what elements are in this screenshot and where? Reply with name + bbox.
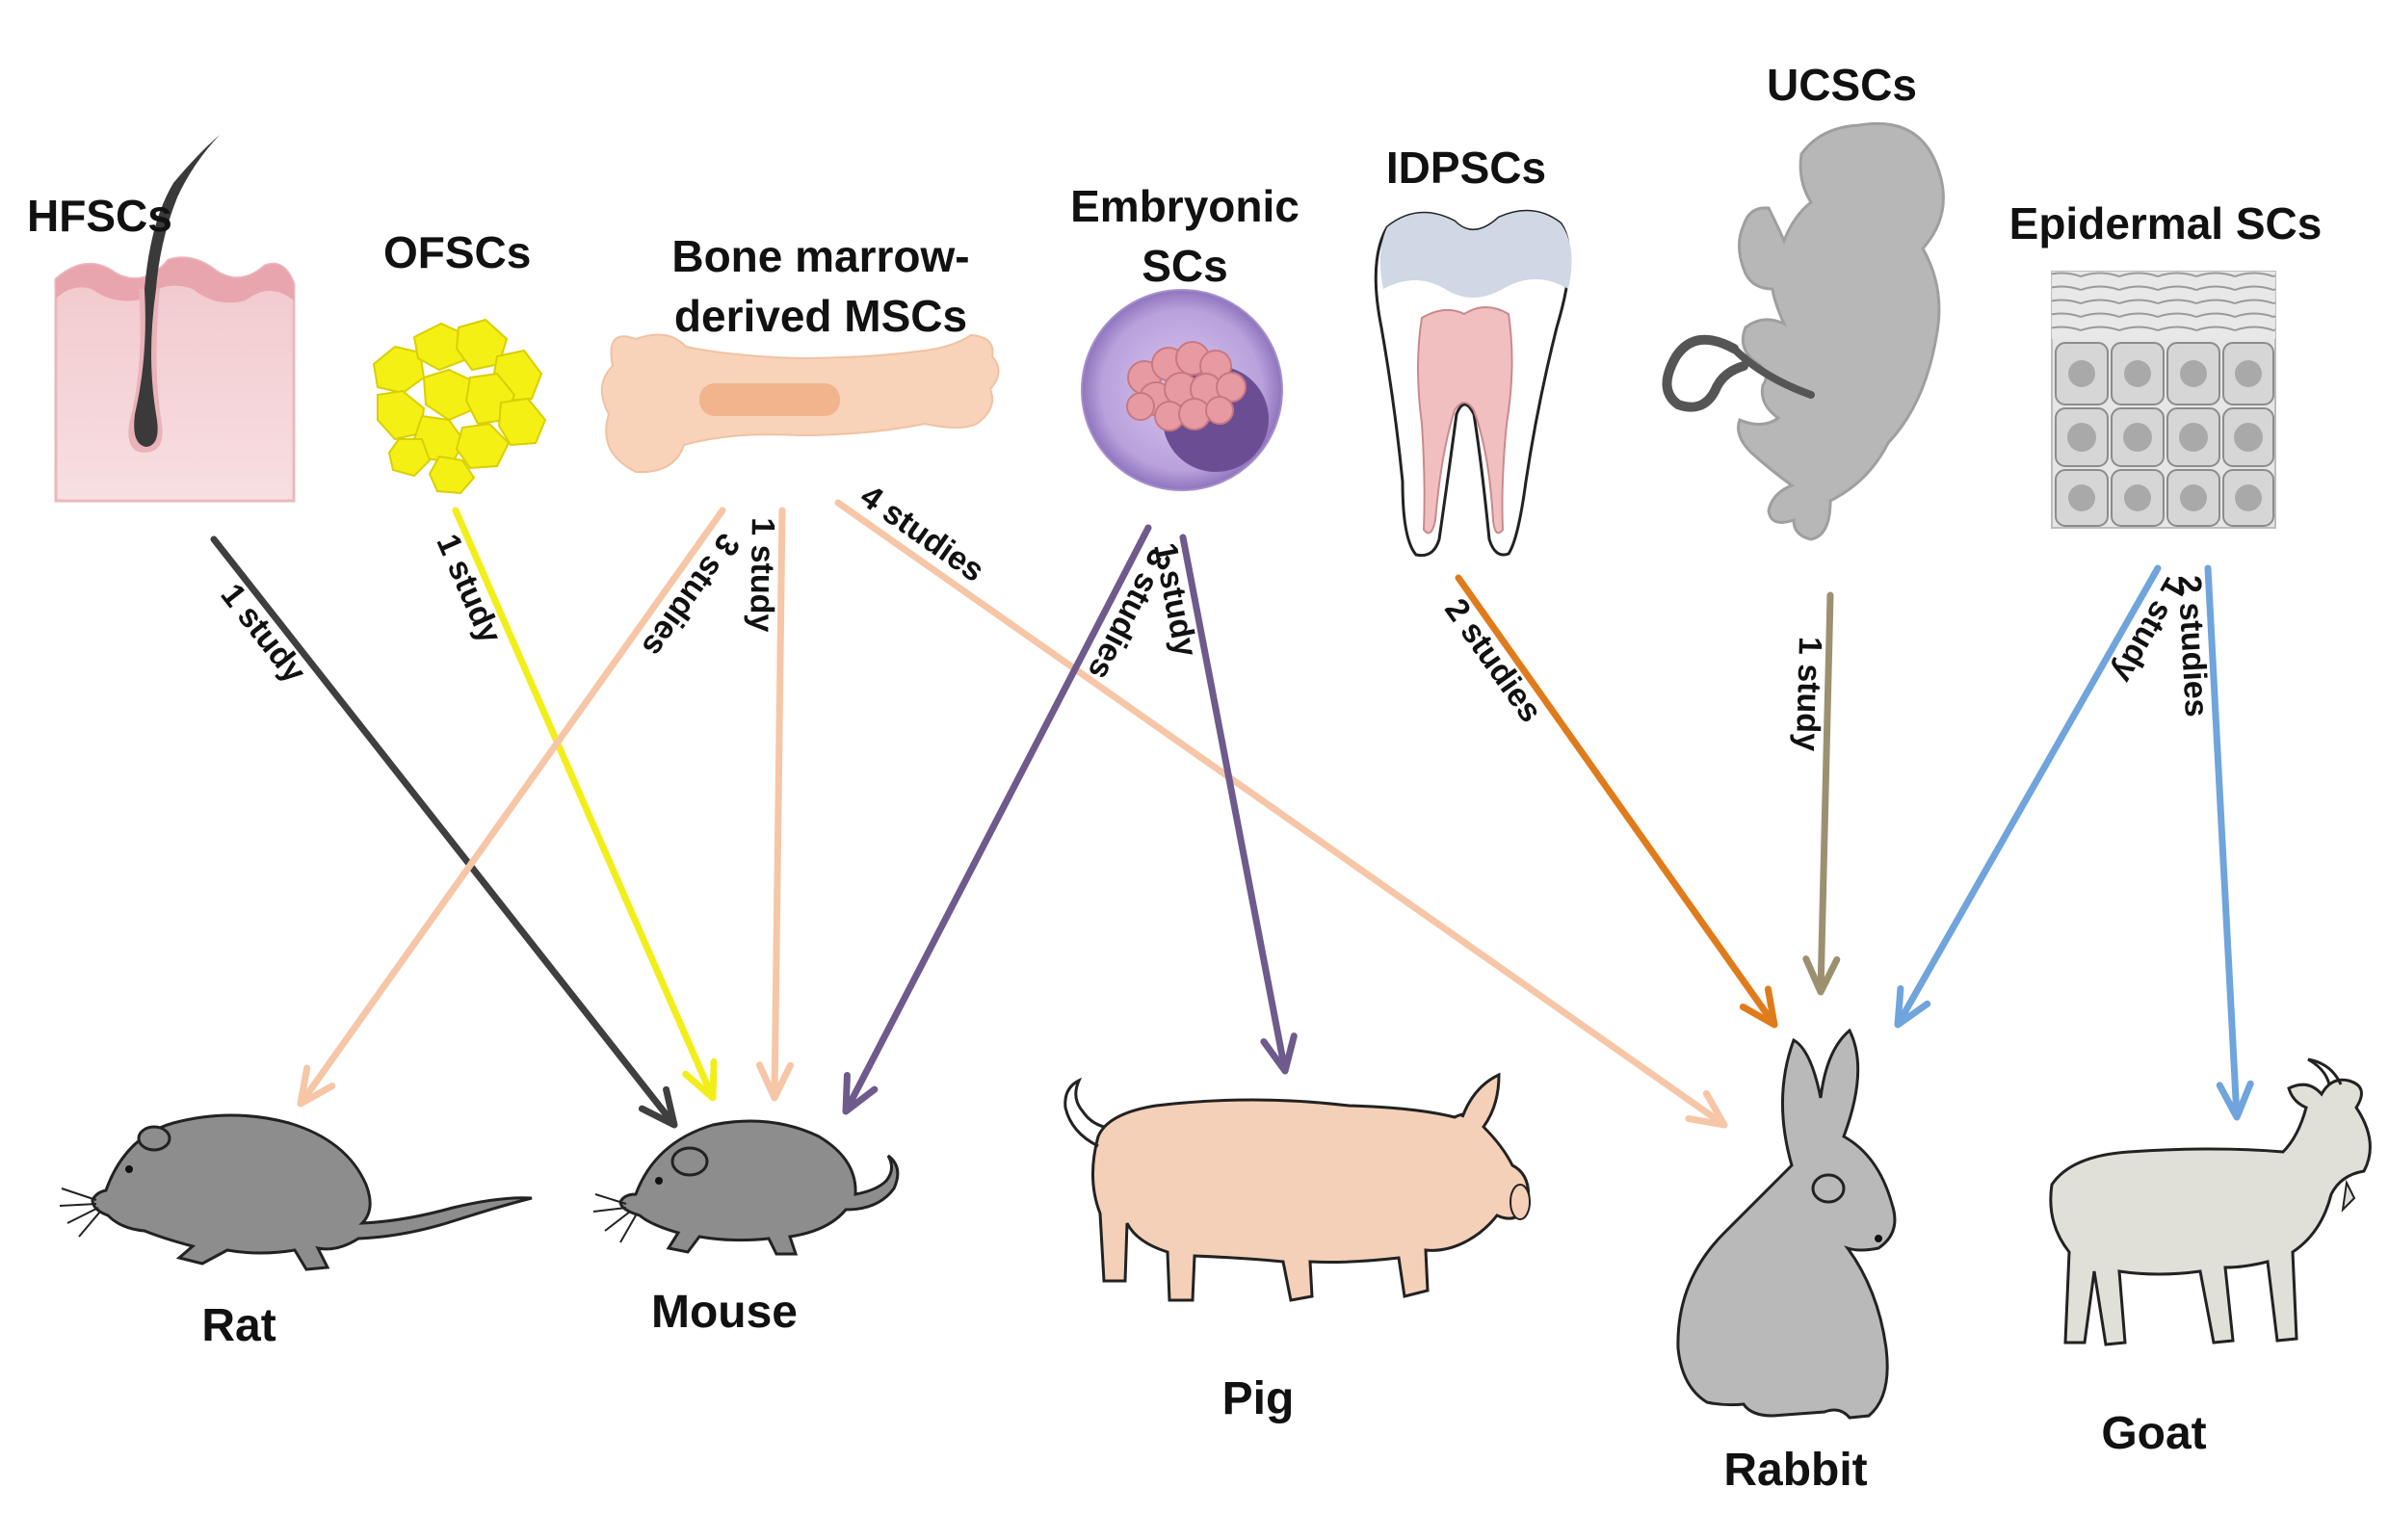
link-arrow: 2 studies: [2170, 564, 2254, 1121]
fat-cells-icon: [372, 318, 547, 495]
source-label-ofscs: OFSCs: [383, 227, 531, 277]
source-label-embryonic-line1: Embryonic: [1070, 181, 1300, 231]
rat-icon: [59, 1113, 533, 1271]
arrowhead-icon: [1802, 955, 1841, 996]
arrowhead-icon: [2216, 1080, 2254, 1121]
link-line: [771, 507, 786, 1098]
goat-icon: [2049, 1057, 2372, 1346]
link-line: [1179, 534, 1288, 1071]
link-line: [1455, 574, 1776, 1026]
link-count-label: 1 study: [743, 517, 781, 633]
link-count-label: 2 studies: [2170, 574, 2215, 718]
link-line: [834, 499, 1725, 1127]
tooth-icon: [1374, 209, 1572, 558]
embryo-cell-icon: [1081, 289, 1283, 491]
arrowhead-icon: [1260, 1032, 1298, 1075]
link-arrow: 1 study: [743, 507, 794, 1102]
link-arrow: 1 study: [210, 535, 678, 1129]
pig-icon: [1063, 1072, 1531, 1302]
link-arrow: 4 studies: [834, 478, 1728, 1129]
target-label-mouse: Mouse: [651, 1287, 798, 1338]
source-label-bone-marrow-line1: Bone marrow-: [671, 231, 969, 281]
arrowhead-icon: [842, 1071, 879, 1115]
epidermis-icon: [2051, 271, 2276, 529]
link-count-label: 3 studies: [635, 527, 747, 664]
target-label-goat: Goat: [2101, 1408, 2206, 1459]
link-line: [1896, 564, 2162, 1026]
fetus-icon: [1662, 121, 1945, 541]
source-label-idpscs: IDPSCs: [1386, 143, 1546, 193]
rabbit-icon: [1676, 1028, 1897, 1420]
mouse-icon: [592, 1119, 900, 1256]
link-count-label: 4 studies: [853, 478, 990, 589]
source-label-embryonic-line2: SCs: [1142, 241, 1227, 291]
target-label-pig: Pig: [1222, 1373, 1295, 1424]
arrowhead-icon: [682, 1057, 718, 1102]
source-label-ucscs: UCSCs: [1767, 60, 1917, 110]
source-label-epidermal: Epidermal SCs: [2009, 198, 2323, 248]
arrowhead-icon: [638, 1085, 678, 1129]
arrowhead-icon: [1894, 985, 1931, 1029]
hair-follicle-icon: [54, 135, 296, 503]
target-label-rat: Rat: [201, 1300, 276, 1351]
link-count-label: 2 studies: [1437, 592, 1549, 729]
arrowhead-icon: [1685, 1089, 1728, 1129]
link-arrow: 1 study: [1789, 591, 1841, 996]
source-label-bone-marrow-line2: derived MSCs: [674, 291, 967, 341]
target-label-rabbit: Rabbit: [1723, 1445, 1867, 1496]
arrowhead-icon: [297, 1064, 336, 1108]
link-line: [299, 507, 726, 1105]
link-arrow: 1 study: [1894, 564, 2193, 1029]
link-count-label: 1 study: [429, 529, 509, 648]
arrowhead-icon: [755, 1061, 794, 1102]
bone-icon: [601, 333, 1000, 474]
link-line: [210, 535, 676, 1126]
link-arrow: 3 studies: [842, 524, 1178, 1115]
arrowhead-icon: [1739, 985, 1778, 1029]
link-count-label: 1 study: [213, 577, 312, 690]
link-line: [2204, 564, 2241, 1117]
link-line: [1817, 591, 1834, 992]
link-line: [844, 524, 1152, 1111]
link-count-label: 1 study: [1789, 637, 1828, 752]
link-line: [452, 507, 715, 1098]
source-label-hfscs: HFSCs: [27, 191, 172, 241]
